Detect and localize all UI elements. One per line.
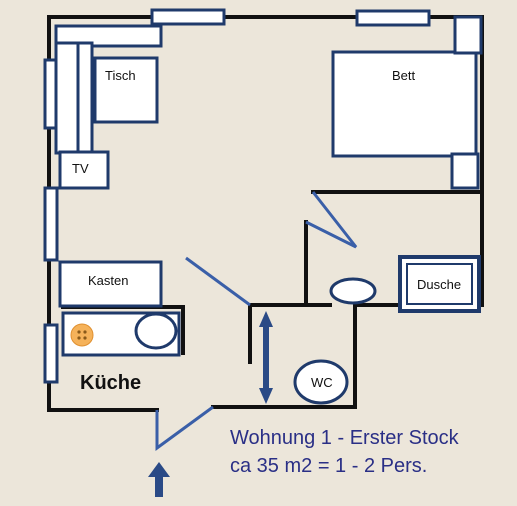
wall-shelf (54, 24, 163, 155)
label-kueche: Küche (80, 372, 142, 394)
wardrobe (58, 260, 163, 308)
label-tv: TV (72, 161, 89, 176)
wc-door-arrows (259, 311, 273, 404)
shower-inner (406, 263, 473, 305)
entrance-arrow (148, 462, 170, 497)
window-top-left (150, 8, 226, 26)
label-kasten: Kasten (88, 273, 129, 288)
window-left-middle (43, 186, 59, 262)
kitchen-sink (134, 312, 178, 350)
tv-unit (58, 150, 110, 190)
bed (331, 15, 483, 190)
caption-line-1: Wohnung 1 - Erster Stock (230, 427, 459, 449)
stove-burners (77, 330, 87, 340)
label-dusche: Dusche (417, 277, 462, 292)
caption-line-2: ca 35 m2 = 1 - 2 Pers. (230, 455, 428, 477)
window-top-right (355, 9, 431, 27)
window-left-lower (43, 323, 59, 384)
label-wc: WC (311, 375, 333, 390)
table (93, 56, 159, 124)
stove-icon (70, 323, 94, 347)
bathroom-sink (329, 277, 377, 305)
toilet (293, 359, 349, 405)
door-swings (155, 191, 358, 451)
label-bett: Bett (392, 68, 416, 83)
label-tisch: Tisch (105, 68, 136, 83)
